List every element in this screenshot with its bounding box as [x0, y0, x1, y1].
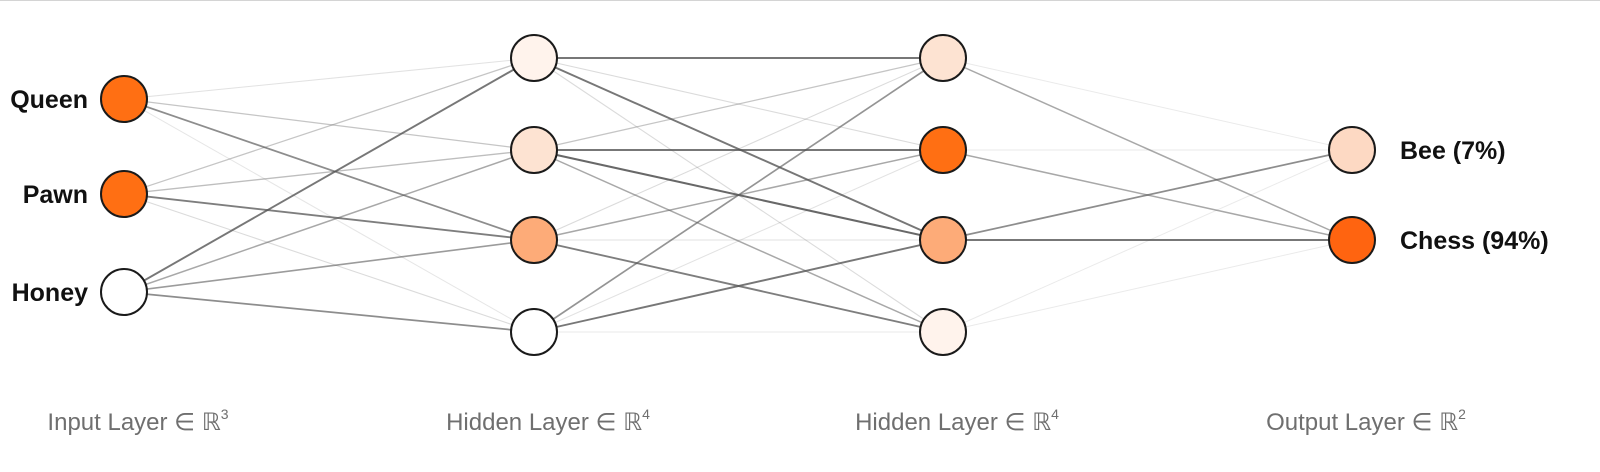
edge-l0-n0-to-n3 [123, 98, 535, 333]
top-divider [0, 0, 1600, 1]
node-label-bee-7: Bee (7%) [1400, 137, 1506, 165]
layer-caption-2: Hidden Layer ∈ ℝ4 [855, 406, 1059, 436]
edge-l1-n2-to-n0 [533, 57, 944, 241]
node-label-chess-94: Chess (94%) [1400, 227, 1549, 255]
node-layer1-1 [510, 126, 558, 174]
edge-l0-n0-to-n1 [123, 98, 535, 151]
edge-l0-n1-to-n3 [123, 193, 535, 333]
node-layer2-1 [919, 126, 967, 174]
edge-l1-n1-to-n0 [533, 57, 944, 151]
node-layer3-0 [1328, 126, 1376, 174]
edge-l1-n0-to-n2 [533, 57, 944, 241]
edge-l1-n3-to-n2 [533, 239, 944, 333]
edge-l1-n1-to-n3 [533, 149, 944, 333]
layer-caption-group: Input Layer ∈ ℝ3 Hidden Layer ∈ ℝ4 Hidden … [47, 406, 1466, 436]
edge-l2-n3-to-n0 [942, 149, 1353, 333]
edge-l0-n2-to-n2 [123, 239, 535, 293]
node-layer2-2 [919, 216, 967, 264]
node-layer2-3 [919, 308, 967, 356]
edge-l2-n3-to-n1 [942, 239, 1353, 333]
node-layer0-0 [100, 75, 148, 123]
node-label-honey: Honey [12, 279, 89, 307]
edge-l2-n2-to-n0 [942, 149, 1353, 241]
node-layer0-1 [100, 170, 148, 218]
node-label-pawn: Pawn [23, 181, 88, 209]
edge-l2-n0-to-n0 [942, 57, 1353, 151]
edge-l0-n1-to-n2 [123, 193, 535, 241]
edge-l0-n0-to-n2 [123, 98, 535, 241]
edge-l0-n1-to-n1 [123, 149, 535, 195]
node-layer3-1 [1328, 216, 1376, 264]
layer-caption-1: Hidden Layer ∈ ℝ4 [446, 406, 650, 436]
edge-group [123, 57, 1353, 333]
edge-l0-n2-to-n1 [123, 149, 535, 293]
node-group [100, 34, 1376, 356]
node-layer1-2 [510, 216, 558, 264]
edge-l1-n0-to-n1 [533, 57, 944, 151]
edge-l1-n3-to-n1 [533, 149, 944, 333]
edge-l0-n1-to-n0 [123, 57, 535, 195]
edge-l1-n3-to-n0 [533, 57, 944, 333]
layer-caption-3: Output Layer ∈ ℝ2 [1266, 406, 1466, 436]
node-layer1-3 [510, 308, 558, 356]
node-layer2-0 [919, 34, 967, 82]
edge-l0-n2-to-n3 [123, 291, 535, 333]
node-label-queen: Queen [10, 86, 88, 114]
layer-caption-0: Input Layer ∈ ℝ3 [47, 406, 228, 436]
node-layer1-0 [510, 34, 558, 82]
node-layer0-2 [100, 268, 148, 316]
edge-l0-n0-to-n0 [123, 57, 535, 100]
edge-l2-n0-to-n1 [942, 57, 1353, 241]
edge-l0-n2-to-n0 [123, 57, 535, 293]
